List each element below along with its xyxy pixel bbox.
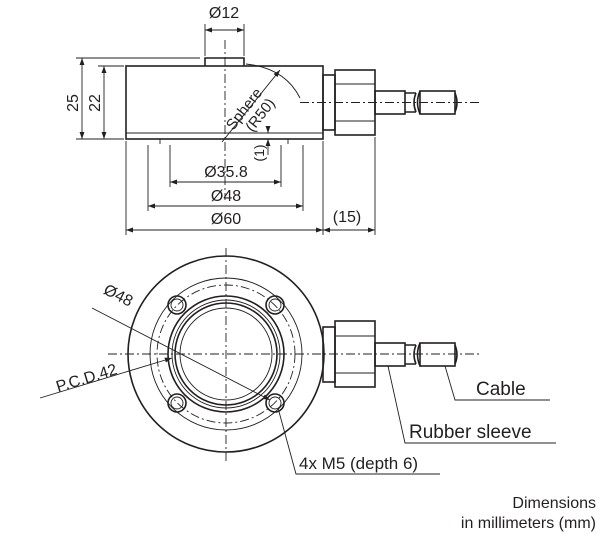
units-note-line2: in millimeters (mm) [460,515,596,532]
dim-dia-48: Ø48 [211,188,241,205]
rubber-sleeve-leader [387,365,556,444]
dim-bottom-dia-48: Ø48 [101,282,136,311]
dim-dia-35: Ø35.8 [204,164,248,181]
callout-rubber-sleeve: Rubber sleeve [409,422,532,443]
dim-gap: (1) [251,144,267,161]
body-outline [125,65,324,140]
cable-plan [419,342,456,367]
dim-height-body: 22 [87,94,104,112]
side-view: Ø12 25 22 Sphere (R50) (1) Ø35.8 Ø48 Ø60 [65,5,480,235]
top-boss [204,57,245,66]
units-note-line1: Dimensions [512,495,596,512]
dim-connector-length: (15) [333,209,361,226]
units-note: Dimensions in millimeters (mm) [376,494,596,534]
bolt-holes [167,295,285,413]
cable-leader [444,365,550,401]
holes-leader [277,407,440,475]
callout-holes: 4x M5 (depth 6) [299,454,418,473]
pcd-circle [156,284,296,424]
rubber-sleeve-plan [374,342,406,367]
callout-cable: Cable [476,379,526,400]
outer-circle [127,255,325,453]
dim-top-dia: Ø12 [209,5,239,22]
dim-dia-60: Ø60 [211,211,241,228]
dim-pcd: P.C.D.42 [54,361,119,396]
plan-view: Ø48 P.C.D.42 Cable Rubber sleeve 4x M5 (… [39,248,556,475]
dim-height-total: 25 [65,94,82,112]
